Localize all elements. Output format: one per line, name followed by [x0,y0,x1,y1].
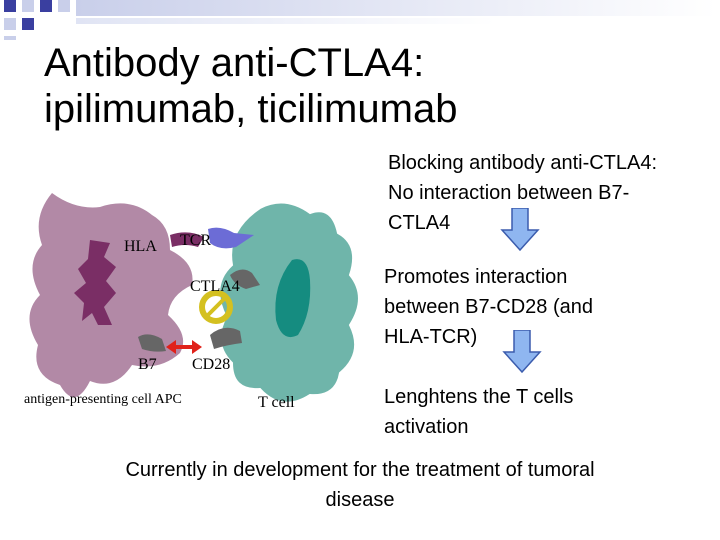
ctla4-receptor [230,269,260,289]
hla-molecule [170,232,204,247]
label-apc: antigen-presenting cell APC [24,392,182,407]
label-cd28: CD28 [192,356,230,373]
point-promotes-interaction: Promotes interaction between B7-CD28 (an… [384,266,594,348]
ctla4-blockade-diagram: HLA TCR CTLA4 B7 CD28 antigen-presenting… [24,193,360,411]
b7-cd28-interaction-arrow [166,340,202,354]
label-hla: HLA [124,238,157,255]
slide-title: Antibody anti-CTLA4: ipilimumab, ticilim… [44,41,458,131]
footer-note: Currently in development for the treatme… [125,459,595,511]
b7-ligand [138,334,166,352]
tcr-receptor [208,227,254,249]
corner-decoration [0,0,720,40]
t-cell-nucleus [275,259,311,338]
point-blocking-antibody: Blocking antibody anti-CTLA4: No interac… [388,152,658,234]
down-arrow-icon [500,208,540,252]
down-arrow-icon [502,330,542,374]
label-t-cell: T cell [258,394,295,411]
point-lengthens-activation: Lenghtens the T cells activation [384,386,574,438]
cd28-receptor [210,327,242,349]
label-ctla4: CTLA4 [190,278,240,295]
apc-nucleus [74,240,116,325]
label-b7: B7 [138,356,157,373]
label-tcr: TCR [180,232,211,249]
blocking-antibody-icon [199,290,233,324]
